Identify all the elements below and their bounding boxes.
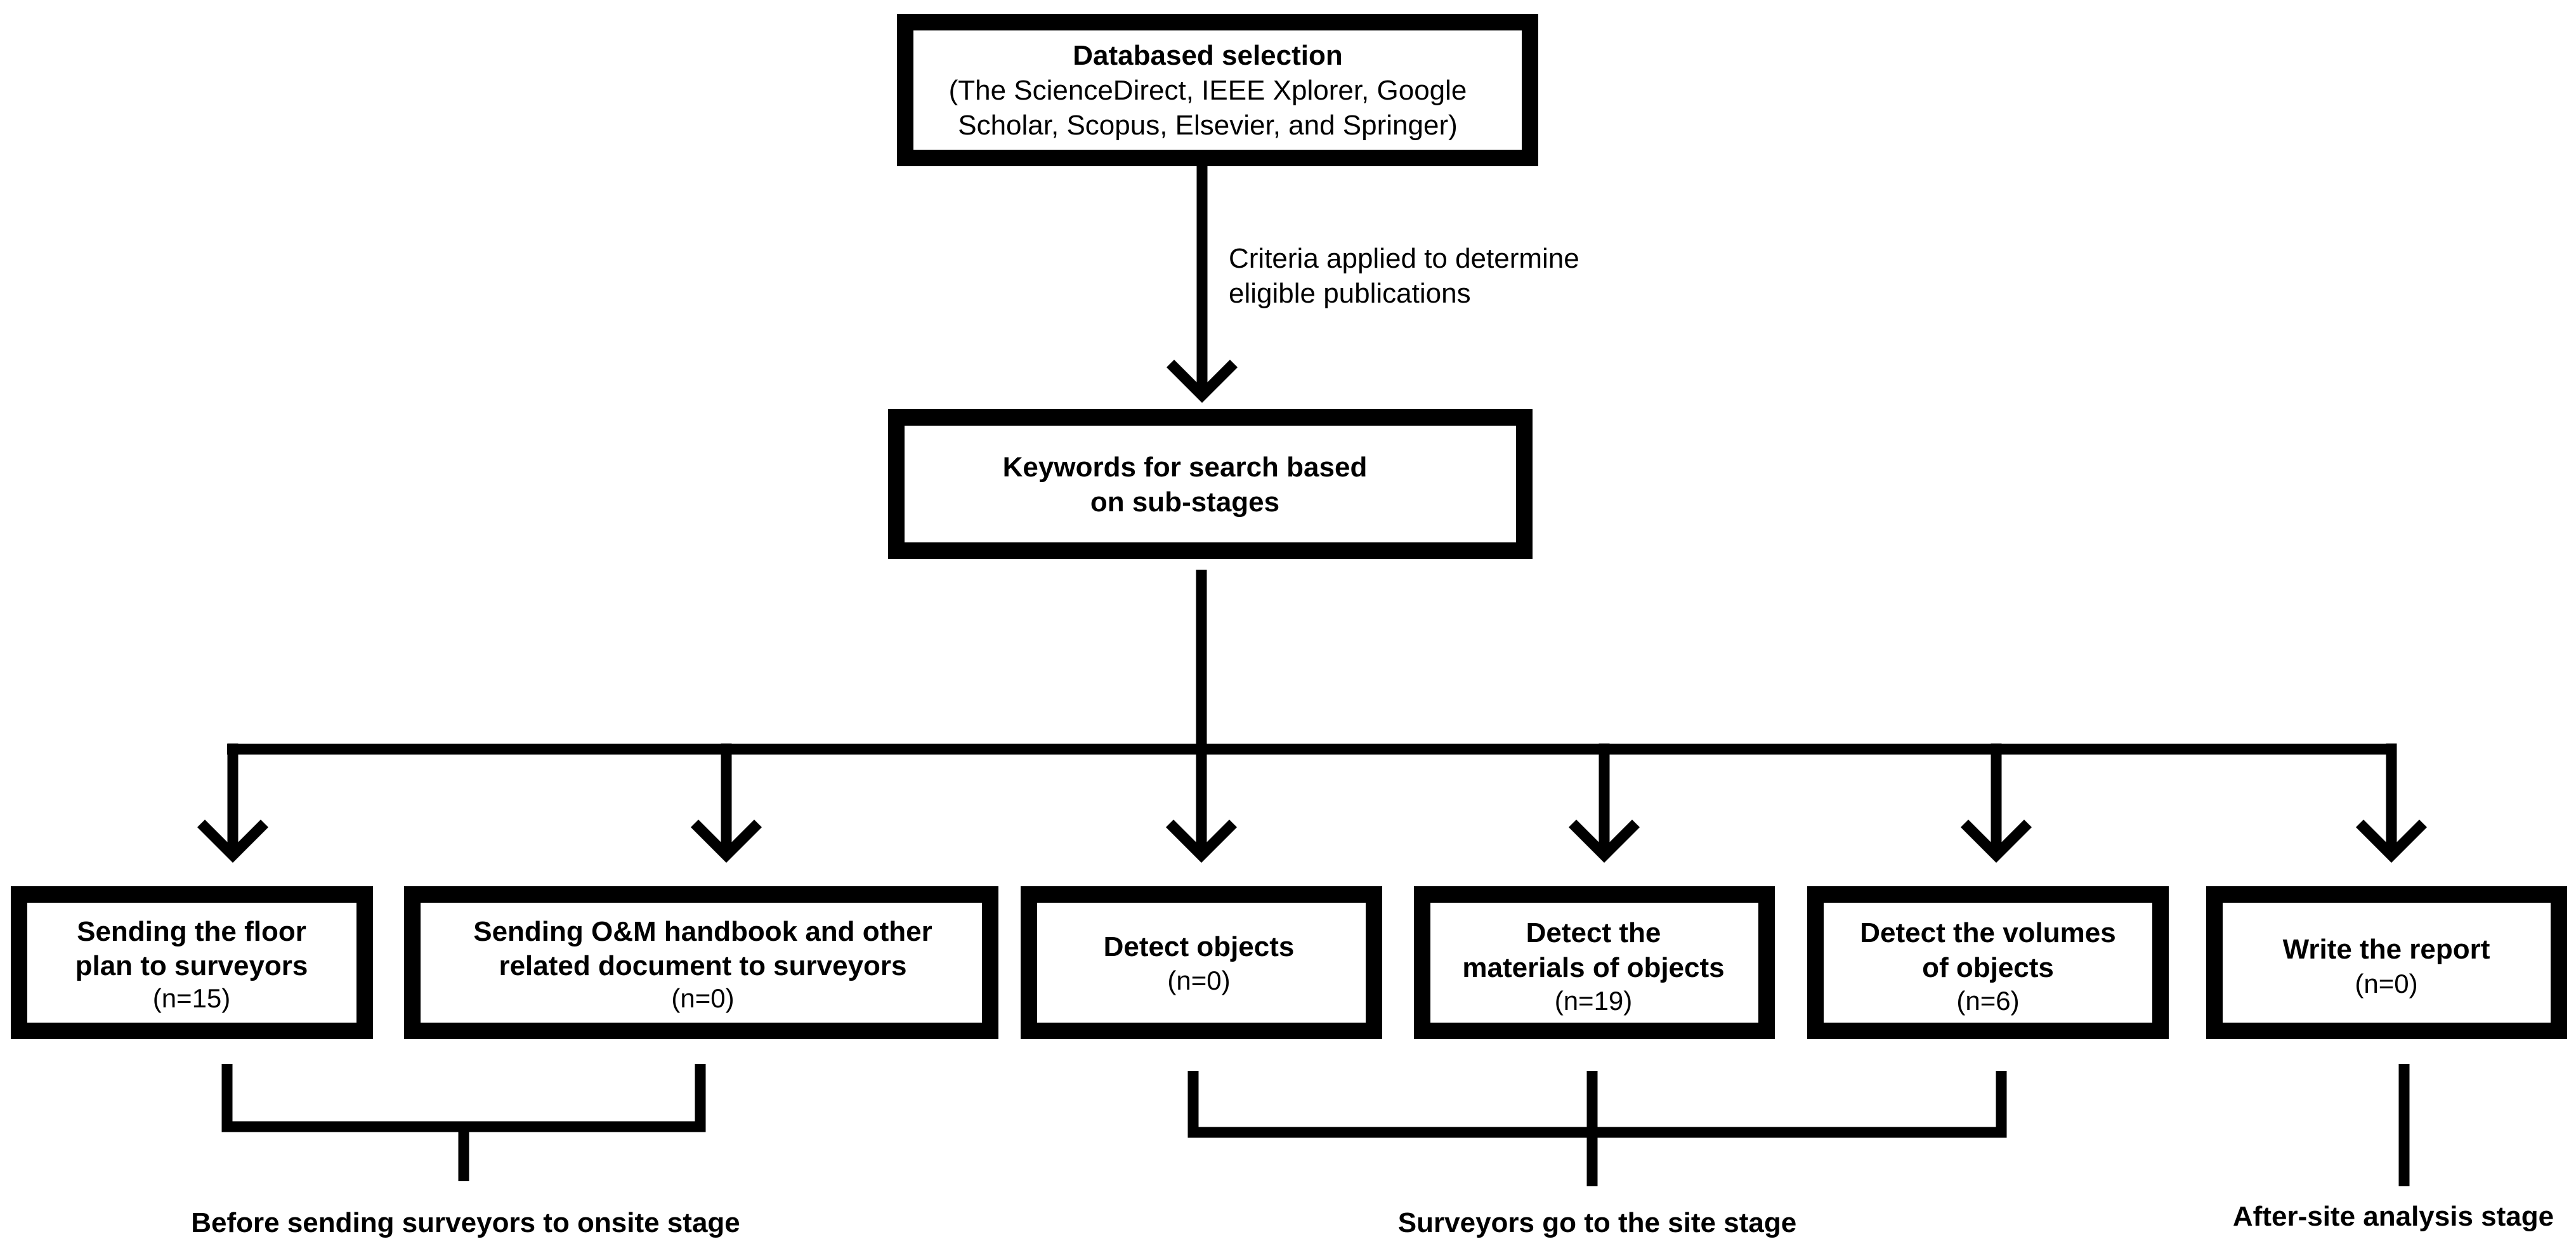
- branch-5-arrowhead: [1960, 819, 2032, 863]
- branch-6-arrowhead: [2355, 819, 2428, 863]
- criteria-note-line2: eligible publications: [1229, 278, 1471, 309]
- distribution-connectors: [197, 570, 2428, 863]
- keywords-box: Keywords for search based on sub-stages: [888, 409, 1533, 559]
- sub-stage-box-1-border: [11, 886, 373, 1039]
- database-selection-title: Databased selection: [1073, 40, 1343, 71]
- after-stage-label: After-site analysis stage: [2233, 1201, 2554, 1232]
- keywords-box-border: [888, 409, 1533, 559]
- database-selection-box-border: [897, 14, 1538, 166]
- sub-stage-1-line2: plan to surveyors: [75, 950, 308, 981]
- sub-stage-5-line2: of objects: [1922, 952, 2054, 983]
- sub-stage-box-3: Detect objects (n=0): [1021, 886, 1382, 1039]
- sub-stage-box-2: Sending O&M handbook and other related d…: [404, 886, 998, 1039]
- branch-4-arrowhead: [1568, 819, 1640, 863]
- sub-stage-box-1: Sending the floor plan to surveyors (n=1…: [11, 886, 373, 1039]
- arrow-to-keywords: [1166, 166, 1238, 403]
- database-selection-body-line1: (The ScienceDirect, IEEE Xplorer, Google: [949, 75, 1467, 106]
- sub-stage-box-6-border: [2206, 886, 2567, 1039]
- branch-2-arrowhead: [690, 819, 762, 863]
- keywords-box-line1: Keywords for search based: [1003, 452, 1368, 483]
- sub-stage-6-count: (n=0): [2355, 969, 2417, 999]
- sub-stage-box-3-border: [1021, 886, 1382, 1039]
- sub-stage-3-count: (n=0): [1167, 966, 1230, 995]
- sub-stage-box-4: Detect the materials of objects (n=19): [1414, 886, 1775, 1039]
- sub-stage-box-4-border: [1414, 886, 1775, 1039]
- sub-stage-4-line2: materials of objects: [1462, 952, 1724, 983]
- sub-stage-4-line1: Detect the: [1526, 917, 1661, 948]
- sub-stage-box-6: Write the report (n=0): [2206, 886, 2567, 1039]
- branch-1-arrowhead: [197, 819, 269, 863]
- sub-stage-6-line1: Write the report: [2283, 934, 2490, 965]
- stage-brackets: [221, 1064, 2410, 1186]
- sub-stage-4-count: (n=19): [1555, 986, 1633, 1016]
- sub-stage-box-5: Detect the volumes of objects (n=6): [1807, 886, 2169, 1039]
- arrow-to-keywords-head: [1166, 359, 1238, 403]
- database-selection-body-line2: Scholar, Scopus, Elsevier, and Springer): [958, 110, 1458, 141]
- sub-stage-1-line1: Sending the floor: [77, 916, 306, 947]
- sub-stage-box-2-border: [404, 886, 998, 1039]
- sub-stage-1-count: (n=15): [153, 983, 231, 1013]
- sub-stage-5-line1: Detect the volumes: [1860, 917, 2115, 948]
- keywords-box-line2: on sub-stages: [1090, 487, 1279, 518]
- database-selection-box: Databased selection (The ScienceDirect, …: [897, 14, 1538, 166]
- branch-3-arrowhead: [1165, 819, 1238, 863]
- sub-stage-2-line1: Sending O&M handbook and other: [473, 916, 932, 947]
- criteria-note-line1: Criteria applied to determine: [1229, 243, 1579, 274]
- sub-stage-2-count: (n=0): [671, 983, 734, 1013]
- before-stage-label: Before sending surveyors to onsite stage: [191, 1207, 740, 1238]
- before-stage-bracket: [221, 1064, 706, 1132]
- site-stage-label: Surveyors go to the site stage: [1398, 1207, 1796, 1238]
- sub-stage-box-5-border: [1807, 886, 2169, 1039]
- sub-stage-3-line1: Detect objects: [1104, 931, 1295, 962]
- sub-stage-2-line2: related document to surveyors: [499, 950, 906, 981]
- sub-stage-5-count: (n=6): [1956, 986, 2019, 1016]
